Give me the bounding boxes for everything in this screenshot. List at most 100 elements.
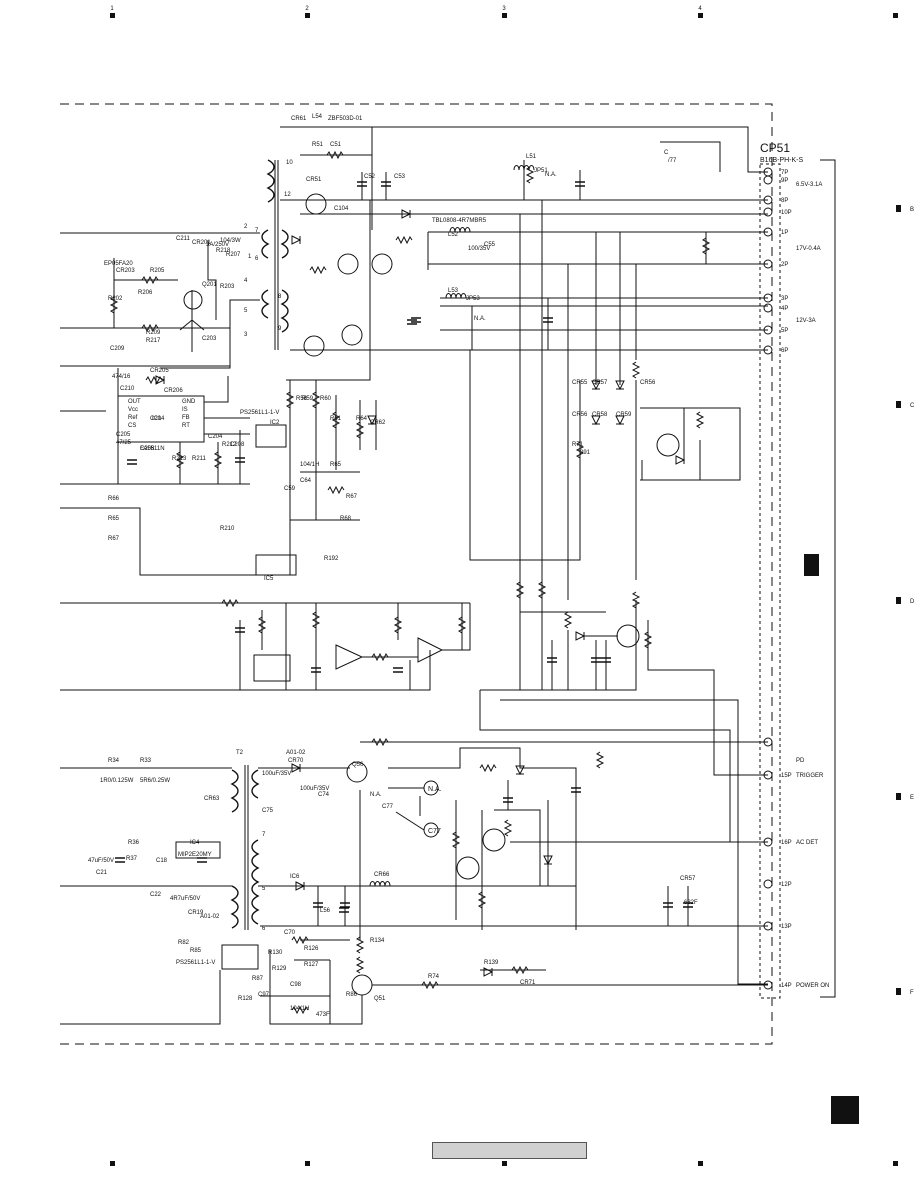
pin-signal: 6.5V-3.1A [796,182,822,188]
grid-mark [896,597,901,604]
component-label: 682F [684,900,698,906]
resistor-glyph [311,391,321,409]
opto-body [253,654,291,682]
resistor-glyph [537,581,547,599]
resistor-glyph [511,965,529,975]
resistor-glyph [109,296,119,314]
capacitor-glyph [313,902,323,908]
component-label: RT [182,423,190,429]
component-label: R209 [146,330,161,336]
pin-number: 4P [781,306,788,312]
component-label: IC4 [190,840,200,846]
component-label: C75 [262,808,274,814]
component-label: 7 [262,832,266,838]
component-label: R212 [222,442,237,448]
resistor-glyph [213,451,223,469]
component-label: 4R7uF/50V [170,896,200,902]
grid-mark [502,1161,507,1166]
transistor-glyph [337,253,359,275]
component-label: N.A. [370,792,382,798]
diode-glyph [367,415,377,426]
transistor-mid [616,624,640,648]
resistor-glyph [477,891,487,909]
component-label: Q201 [202,282,217,288]
ic1-part: C208 [140,446,155,452]
component-label: N.A. [545,172,557,178]
resistor-glyph [515,581,525,599]
capacitor-glyph [571,787,581,793]
component-label: R205 [150,268,165,274]
resistor-glyph [575,441,585,459]
resistor-glyph [311,611,321,629]
transistor-lower-2 [482,828,506,852]
component-label: R71 [572,442,584,448]
component-label: C203 [202,336,217,342]
component-label: R87 [252,976,264,982]
capacitor-glyph [575,181,585,187]
ic5-body [255,554,297,576]
component-label: N.A. [474,316,486,322]
ic2-body [255,424,287,448]
connector-cp51: CP51 B16B-PH-K-S [759,141,836,999]
grid-mark [893,13,898,18]
component-label: 391 [580,450,591,456]
component-label: Vcc [128,407,138,413]
connector-pin [763,175,773,185]
capacitor-glyph [683,902,693,908]
component-label: EP05FA20 [104,261,133,267]
capacitor-glyph [411,317,421,323]
component-label: FB [182,415,190,421]
component-label: C97 [258,992,270,998]
component-label: CR57 [680,876,696,882]
capacitor-glyph [311,667,321,673]
component-label: R86 [346,992,358,998]
ic1-label: C204 [150,416,165,422]
diode-glyph [295,881,306,891]
transformer-t1 [261,159,289,350]
pin-number: 5P [781,328,788,334]
component-label: 1 [248,254,252,260]
component-label: 100uF/35V [262,771,291,777]
component-label: R59 [302,396,314,402]
component-label: C205 [116,432,131,438]
pin-number: 8P [781,198,788,204]
diode-glyph [591,380,601,391]
grid-mark [893,1161,898,1166]
component-label: C209 [110,346,125,352]
component-label: R67 [108,536,120,542]
component-label: L56 [320,908,331,914]
resistor-glyph [355,936,365,954]
component-label: R64 [356,416,368,422]
component-label: R127 [304,962,319,968]
resistor-glyph [221,598,239,608]
pin-signal: TRIGGER [796,773,824,779]
grid-mark [698,1161,703,1166]
connector-pins: 7P9P6.5V-3.1A8P10P1P17V-0.4A2P3P12V-3A4P… [763,167,829,990]
component-label: R130 [268,950,283,956]
pin-number: 12P [781,882,792,888]
component-label: 7 [255,228,259,234]
connector-c-label: C [664,150,669,156]
component-label: CR205 [150,368,169,374]
resistor-glyph [451,831,461,849]
component-label: IC2 [270,420,280,426]
node-b-label: N.A. [428,786,442,793]
resistor-glyph [695,411,705,429]
component-label: R58 [296,396,308,402]
component-label: C98 [290,982,302,988]
component-label: R51 [312,142,324,148]
component-label: T2 [236,750,244,756]
upper-bus-wires [280,126,768,351]
component-label: C53 [394,174,406,180]
component-label: 5 [262,886,266,892]
capacitor-glyph [393,667,403,673]
component-label: R134 [370,938,385,944]
component-label: CR19 [188,910,204,916]
resistor-glyph [479,763,497,773]
component-label: R210 [220,526,235,532]
component-label: CR70 [288,758,304,764]
component-label: R213 [172,456,187,462]
component-label: C18 [156,858,168,864]
resistor-glyph [141,323,159,333]
